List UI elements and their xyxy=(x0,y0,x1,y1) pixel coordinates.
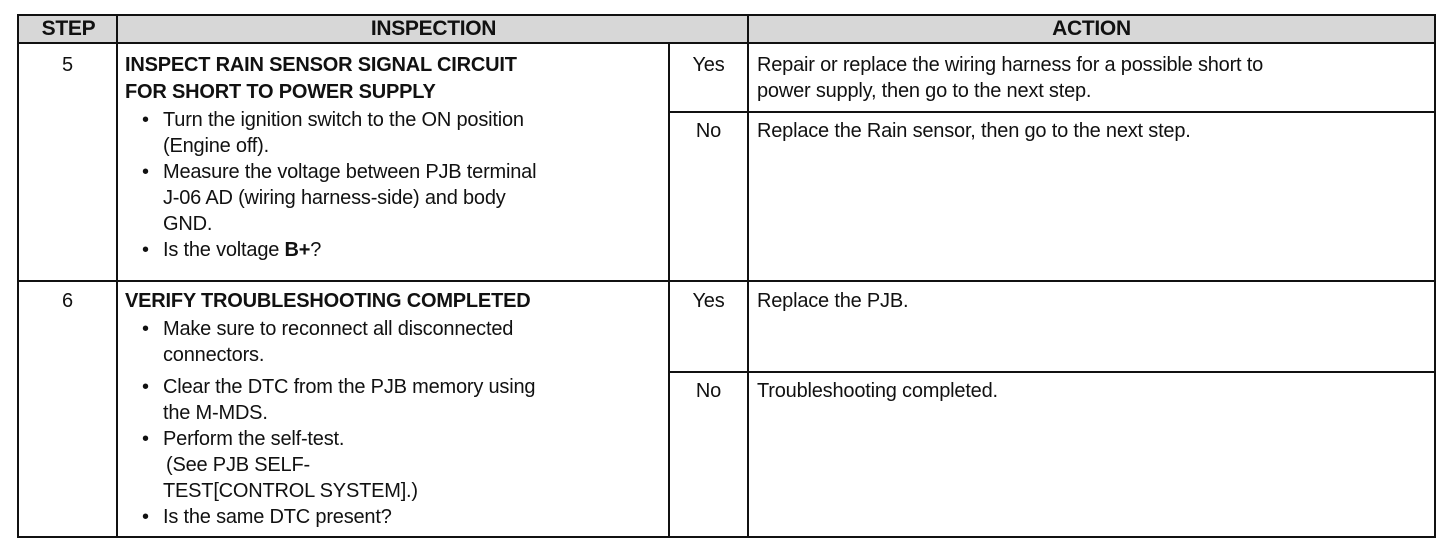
divider-inspection-yesno xyxy=(668,44,670,536)
step-6-bullet-2: • Clear the DTC from the PJB memory usin… xyxy=(142,376,536,424)
bullet-icon: • xyxy=(142,318,149,340)
step-5-yes-label: Yes xyxy=(692,54,725,76)
step-5-no-action: Replace the Rain sensor, then go to the … xyxy=(757,120,1191,142)
step-5-title-line-1: INSPECT RAIN SENSOR SIGNAL CIRCUIT xyxy=(125,54,517,76)
divider-inspection-action-header xyxy=(747,16,749,44)
header-action: ACTION xyxy=(749,16,1434,44)
bullet-icon: • xyxy=(142,109,149,131)
bullet-icon: • xyxy=(142,161,149,183)
step-6-title: VERIFY TROUBLESHOOTING COMPLETED xyxy=(125,290,531,312)
step-6-bullet-3: • Perform the self-test. (See PJB SELF- … xyxy=(142,428,418,502)
header-inspection: INSPECTION xyxy=(118,16,749,44)
step-5-title-line-2: FOR SHORT TO POWER SUPPLY xyxy=(125,81,436,103)
divider-yesno-action xyxy=(747,44,749,536)
bullet-icon: • xyxy=(142,239,149,261)
step-number-5: 5 xyxy=(62,54,73,76)
step-6-yes-action: Replace the PJB. xyxy=(757,290,909,312)
divider-row5-yes-no xyxy=(668,111,1434,113)
step-5-yes-action: Repair or replace the wiring harness for… xyxy=(757,54,1264,102)
step-6-yes-label: Yes xyxy=(692,290,725,312)
step-5-no-label: No xyxy=(695,120,722,142)
step-5-bullet-2: • Measure the voltage between PJB termin… xyxy=(142,161,537,235)
step-6-no-label: No xyxy=(695,380,722,402)
troubleshooting-table: STEP INSPECTION ACTION 5 INSPECT RAIN SE… xyxy=(17,14,1436,538)
bullet-icon: • xyxy=(142,506,149,528)
divider-step-inspection xyxy=(116,16,118,536)
step-5-bullet-3: • Is the voltage B+? xyxy=(142,239,322,261)
divider-row6-yes-no xyxy=(668,371,1434,373)
step-5-bullet-1: • Turn the ignition switch to the ON pos… xyxy=(142,109,524,157)
inspection-step-5: INSPECT RAIN SENSOR SIGNAL CIRCUIT FOR S… xyxy=(125,52,665,263)
step-6-bullet-4: • Is the same DTC present? xyxy=(142,506,392,528)
bullet-icon: • xyxy=(142,428,149,450)
header-step: STEP xyxy=(19,16,118,44)
step-number-6: 6 xyxy=(62,290,73,312)
step-6-bullet-1: • Make sure to reconnect all disconnecte… xyxy=(142,318,514,366)
inspection-step-6: VERIFY TROUBLESHOOTING COMPLETED • Make … xyxy=(125,288,665,530)
step-6-no-action: Troubleshooting completed. xyxy=(757,380,998,402)
bullet-icon: • xyxy=(142,376,149,398)
divider-row5-row6 xyxy=(19,280,1434,282)
